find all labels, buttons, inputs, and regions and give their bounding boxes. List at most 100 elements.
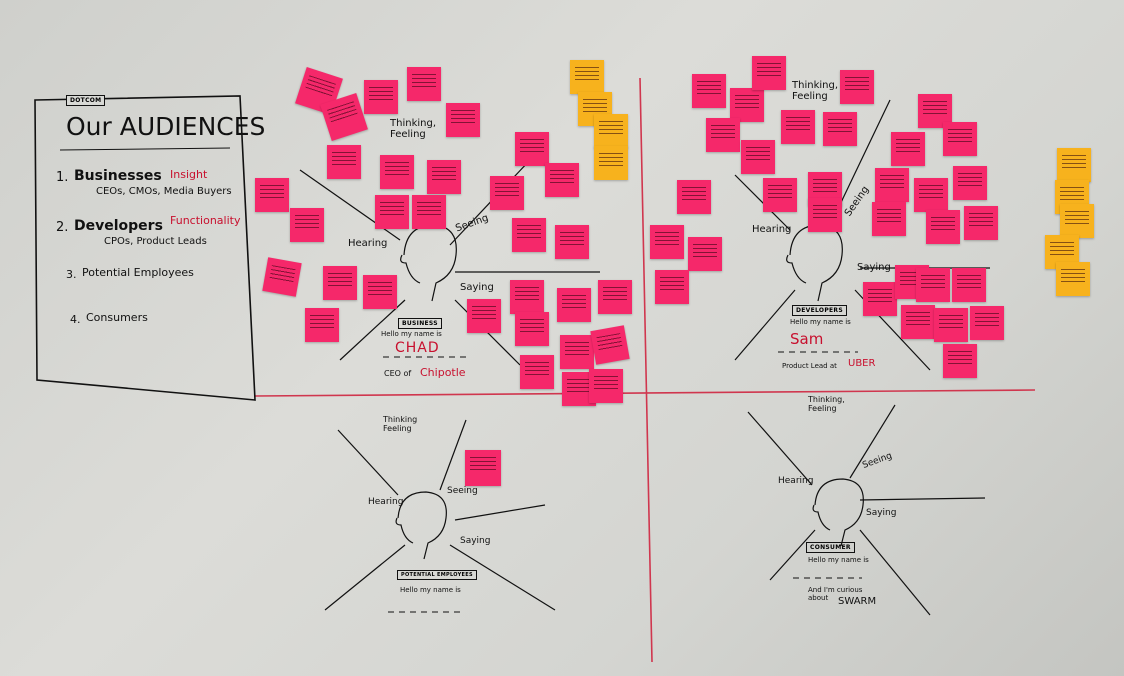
sticky-note: [1057, 148, 1091, 182]
developer-thinking-label: Thinking, Feeling: [792, 80, 838, 102]
sticky-note: [688, 237, 722, 271]
sticky-note: [515, 312, 549, 346]
sticky-note: [741, 140, 775, 174]
sticky-note: [327, 145, 361, 179]
legend-item-3-num: 3.: [66, 268, 77, 281]
consumer-saying-label: Saying: [866, 508, 897, 518]
sticky-note: [465, 450, 501, 486]
sticky-note: [380, 155, 414, 189]
sticky-note: [655, 270, 689, 304]
consumer-role-org: SWARM: [838, 596, 877, 607]
sticky-note: [323, 266, 357, 300]
business-hearing-label: Hearing: [348, 238, 388, 249]
sticky-note: [808, 198, 842, 232]
employee-hello: Hello my name is: [400, 586, 461, 594]
sticky-note: [305, 308, 339, 342]
sticky-note: [467, 299, 501, 333]
legend-item-1-sub: CEOs, CMOs, Media Buyers: [96, 186, 232, 197]
employee-badge: POTENTIAL EMPLOYEES: [397, 570, 477, 580]
business-thinking-label: Thinking, Feeling: [390, 118, 436, 140]
sticky-note: [578, 92, 612, 126]
sticky-note: [970, 306, 1004, 340]
sticky-note: [545, 163, 579, 197]
legend-item-3-name: Potential Employees: [82, 266, 194, 279]
employee-saying-label: Saying: [460, 536, 491, 546]
sticky-note: [706, 118, 740, 152]
sticky-note: [560, 335, 594, 369]
sticky-note: [570, 60, 604, 94]
sticky-note: [490, 176, 524, 210]
consumer-badge: CONSUMER: [806, 542, 855, 553]
sticky-note: [1045, 235, 1079, 269]
sticky-note: [412, 195, 446, 229]
sticky-note: [875, 168, 909, 202]
sticky-note: [692, 74, 726, 108]
sticky-note: [952, 268, 986, 302]
business-role-prefix: CEO of: [384, 369, 412, 378]
developer-role-prefix: Product Lead at: [782, 362, 837, 370]
sticky-note: [730, 88, 764, 122]
sticky-note: [953, 166, 987, 200]
sticky-note: [781, 110, 815, 144]
sticky-note: [590, 325, 630, 365]
developer-name: Sam: [790, 330, 824, 348]
sticky-note: [752, 56, 786, 90]
legend-item-2-num: 2.: [56, 220, 69, 235]
sticky-note: [515, 132, 549, 166]
sticky-note: [891, 132, 925, 166]
sticky-note: [290, 208, 324, 242]
developer-hearing-label: Hearing: [752, 224, 792, 235]
consumer-hearing-label: Hearing: [778, 476, 814, 486]
sticky-note: [677, 180, 711, 214]
business-name: CHAD: [395, 340, 440, 356]
sticky-note: [916, 268, 950, 302]
sticky-note: [598, 280, 632, 314]
developer-badge: DEVELOPERS: [792, 305, 847, 316]
developer-hello: Hello my name is: [790, 318, 851, 326]
developer-saying-label: Saying: [857, 262, 891, 273]
legend-item-4-name: Consumers: [86, 311, 148, 324]
sticky-note: [446, 103, 480, 137]
sticky-note: [363, 275, 397, 309]
sticky-note: [512, 218, 546, 252]
legend-item-2-name: Developers: [74, 218, 163, 234]
sticky-note: [407, 67, 441, 101]
sticky-note: [557, 288, 591, 322]
business-role-org: Chipotle: [420, 366, 466, 379]
sticky-note: [934, 308, 968, 342]
consumer-role-prefix: And I'm curious about: [808, 586, 863, 602]
consumer-hello: Hello my name is: [808, 556, 869, 564]
sticky-note: [555, 225, 589, 259]
sticky-note: [943, 344, 977, 378]
sticky-note: [914, 178, 948, 212]
sticky-note: [589, 369, 623, 403]
sticky-note: [943, 122, 977, 156]
sticky-note: [262, 257, 302, 297]
sticky-note: [926, 210, 960, 244]
sticky-note: [840, 70, 874, 104]
legend-item-2-note: Functionality: [170, 214, 241, 227]
employee-thinking-label: Thinking Feeling: [383, 415, 418, 433]
business-badge: BUSINESS: [398, 318, 442, 329]
employee-seeing-label: Seeing: [447, 486, 478, 496]
legend-item-1-note: Insight: [170, 168, 208, 181]
sticky-note: [918, 94, 952, 128]
sticky-note: [650, 225, 684, 259]
sticky-note: [1056, 262, 1090, 296]
sticky-note: [520, 355, 554, 389]
sticky-note: [427, 160, 461, 194]
sticky-note: [255, 178, 289, 212]
sticky-note: [1060, 204, 1094, 238]
business-hello: Hello my name is: [381, 330, 442, 338]
legend-item-2-sub: CPOs, Product Leads: [104, 236, 207, 247]
sticky-note: [863, 282, 897, 316]
sticky-note: [872, 202, 906, 236]
sticky-note: [964, 206, 998, 240]
sticky-note: [375, 195, 409, 229]
legend-tag: DOTCOM: [66, 95, 106, 106]
sticky-note: [594, 146, 628, 180]
developer-role-org: UBER: [848, 358, 876, 369]
sticky-note: [901, 305, 935, 339]
